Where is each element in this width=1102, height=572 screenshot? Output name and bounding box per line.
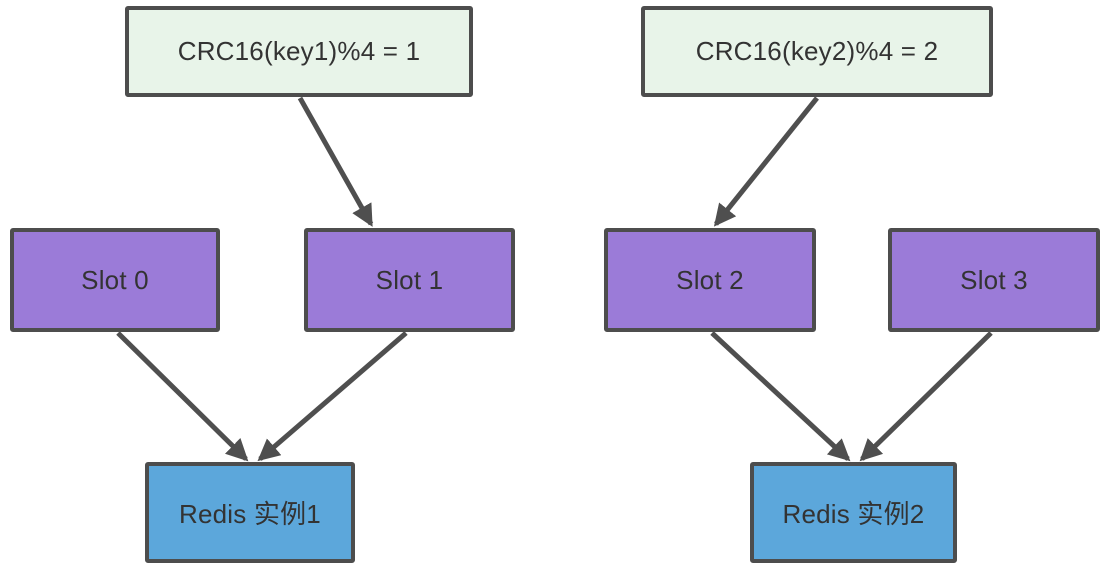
node-slot-2: Slot 2 <box>604 228 816 332</box>
node-slot-3-label: Slot 3 <box>960 264 1028 295</box>
edge-slot3-to-redis2 <box>859 331 993 462</box>
node-redis-instance-2-label: Redis 实例2 <box>782 499 925 529</box>
node-crc16-key1: CRC16(key1)%4 = 1 <box>125 6 473 97</box>
node-crc16-key1-label: CRC16(key1)%4 = 1 <box>177 36 421 66</box>
node-slot-2-label: Slot 2 <box>676 264 744 295</box>
edge-slot2-to-redis2 <box>710 331 851 462</box>
node-crc16-key2-label: CRC16(key2)%4 = 2 <box>695 36 939 66</box>
node-crc16-key2: CRC16(key2)%4 = 2 <box>641 6 993 97</box>
edge-slot0-to-redis1 <box>116 331 249 462</box>
node-slot-3: Slot 3 <box>888 228 1100 332</box>
edge-crc2-to-slot2 <box>713 96 819 227</box>
node-slot-1-label: Slot 1 <box>375 264 444 295</box>
node-redis-instance-1: Redis 实例1 <box>145 462 355 563</box>
node-slot-1: Slot 1 <box>304 228 515 332</box>
edge-slot1-to-redis1 <box>257 331 408 462</box>
edge-crc1-to-slot1 <box>297 96 374 227</box>
node-redis-instance-1-label: Redis 实例1 <box>179 499 321 529</box>
node-slot-0: Slot 0 <box>10 228 220 332</box>
node-slot-0-label: Slot 0 <box>81 264 149 295</box>
node-redis-instance-2: Redis 实例2 <box>750 462 957 563</box>
